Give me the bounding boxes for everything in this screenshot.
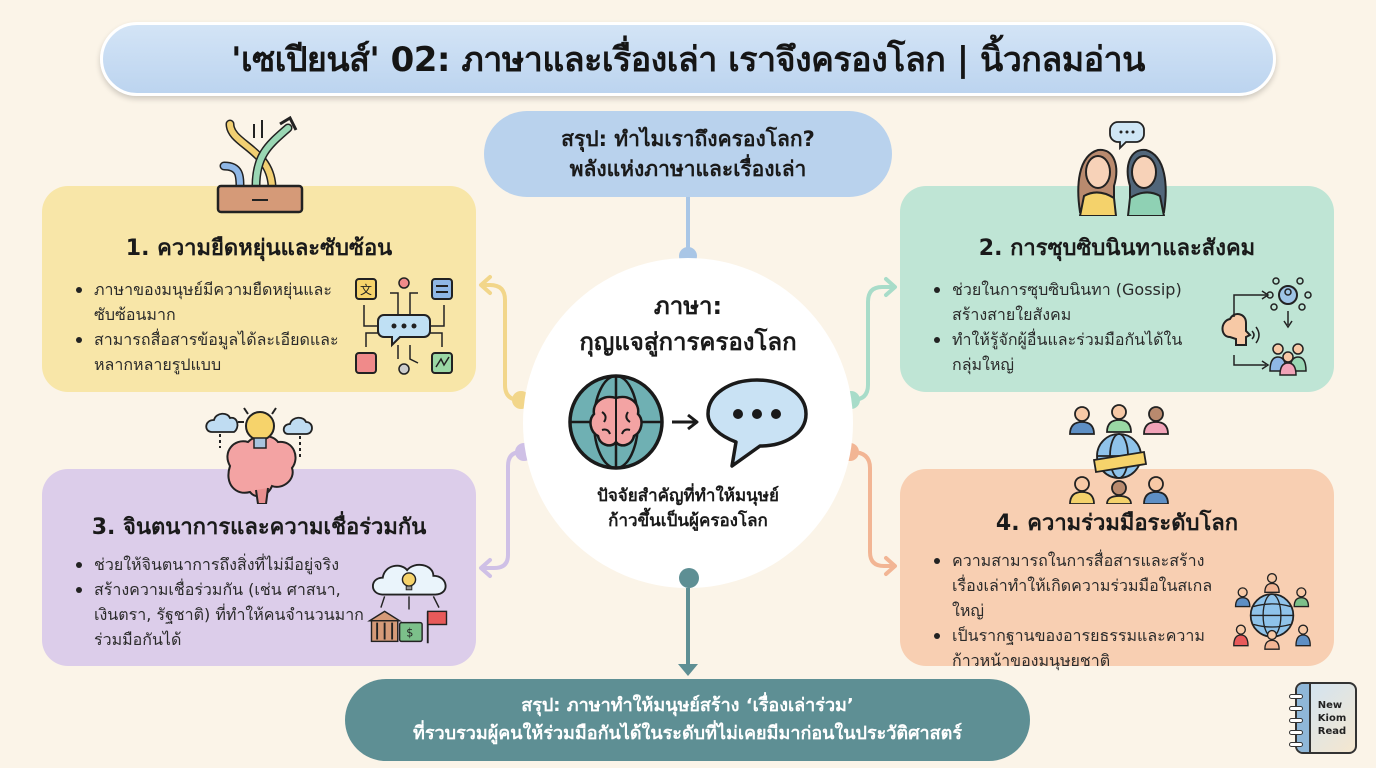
center-title: ภาษา: กุญแจสู่การครองโลก <box>579 288 796 360</box>
svg-text:$: $ <box>406 627 413 640</box>
connector-bottom-dot <box>679 568 699 588</box>
new-kiom-read-logo: New Kiom Read <box>1289 682 1357 754</box>
logo-text: New Kiom Read <box>1318 699 1346 738</box>
bullet-item: เป็นรากฐานของอารยธรรมและความก้าวหน้าของม… <box>922 623 1232 673</box>
two-women-gossip-icon <box>1077 121 1167 216</box>
top-summary-line1: สรุป: ทำไมเราถึงครองโลก? <box>561 127 815 151</box>
center-sub-line1: ปัจจัยสำคัญที่ทำให้มนุษย์ <box>597 486 779 506</box>
card-title: 3. จินตนาการและความเชื่อร่วมกัน <box>91 515 427 540</box>
card-gossip-society: 2. การซุบซิบนินทาและสังคม ช่วยในการซุบซิ… <box>900 186 1334 392</box>
center-sub-line2: ก้าวขึ้นเป็นผู้ครองโลก <box>608 511 768 531</box>
card-title: 2. การซุบซิบนินทาและสังคม <box>978 236 1256 261</box>
center-subtitle: ปัจจัยสำคัญที่ทำให้มนุษย์ ก้าวขึ้นเป็นผู… <box>597 484 779 534</box>
bullet-item: ทำให้รู้จักผู้อื่นและร่วมมือกันได้ในกลุ่… <box>922 327 1212 377</box>
center-title-line2: กุญแจสู่การครองโลก <box>579 328 797 356</box>
bottom-summary-line1: สรุป: ภาษาทำให้มนุษย์สร้าง ‘เรื่องเล่าร่… <box>521 695 854 716</box>
card-bullets: ความสามารถในการสื่อสารและสร้างเรื่องเล่า… <box>922 548 1232 673</box>
communication-hub-icon: 文 <box>355 277 453 375</box>
card-bullets: ช่วยในการซุบซิบนินทา (Gossip) สร้างสายใย… <box>922 277 1212 377</box>
bullet-item: ช่วยให้จินตนาการถึงสิ่งที่ไม่มีอยู่จริง <box>64 552 364 577</box>
logo-line2: Kiom <box>1317 712 1347 724</box>
brain-globe-icon <box>568 374 664 470</box>
top-summary-line2: พลังแห่งภาษาและเรื่องเล่า <box>569 157 807 181</box>
top-summary: สรุป: ทำไมเราถึงครองโลก? พลังแห่งภาษาและ… <box>484 111 892 197</box>
center-circle: ภาษา: กุญแจสู่การครองโลก ปัจจัยสำคัญที่ท… <box>523 258 853 588</box>
notebook-ring-icon <box>1289 706 1303 711</box>
arrow-right-icon <box>672 413 699 431</box>
social-network-icon <box>1221 277 1312 376</box>
card-bullets: ภาษาของมนุษย์มีความยืดหยุ่นและซับซ้อนมาก… <box>64 277 354 377</box>
logo-line1: New <box>1317 699 1343 711</box>
notebook-spine-icon <box>1297 684 1311 752</box>
title-banner: 'เซเปียนส์' 02: ภาษาและเรื่องเล่า เราจึง… <box>100 22 1276 96</box>
bullet-item: สามารถสื่อสารข้อมูลได้ละเอียดและหลากหลาย… <box>64 327 344 377</box>
bullet-item: ความสามารถในการสื่อสารและสร้างเรื่องเล่า… <box>922 548 1232 623</box>
connector-top <box>686 197 690 253</box>
center-icons <box>566 372 810 472</box>
bullet-item: สร้างความเชื่อร่วมกัน (เช่น ศาสนา, เงินต… <box>64 577 364 652</box>
logo-line3: Read <box>1317 725 1347 737</box>
card-bullets: ช่วยให้จินตนาการถึงสิ่งที่ไม่มีอยู่จริง … <box>64 552 364 652</box>
toolbox-arrows-icon <box>216 115 304 214</box>
notebook-ring-icon <box>1289 718 1303 723</box>
bottom-summary: สรุป: ภาษาทำให้มนุษย์สร้าง ‘เรื่องเล่าร่… <box>345 679 1030 761</box>
brain-lightbulb-icon <box>205 407 313 504</box>
speech-bubble-icon <box>706 378 808 468</box>
global-people-network-icon <box>1233 572 1311 650</box>
svg-text:文: 文 <box>360 282 372 297</box>
center-title-line1: ภาษา: <box>653 292 723 320</box>
bullet-item: ภาษาของมนุษย์มีความยืดหยุ่นและซับซ้อนมาก <box>64 277 344 327</box>
bullet-item: ช่วยในการซุบซิบนินทา (Gossip) สร้างสายใย… <box>922 277 1212 327</box>
card-flexibility: 1. ความยืดหยุ่นและซับซ้อน ภาษาของมนุษย์ม… <box>42 186 476 392</box>
cloud-institutions-icon: $ <box>367 563 448 644</box>
bottom-summary-line2: ที่รวบรวมผู้คนให้ร่วมมือกันได้ในระดับที่… <box>413 723 962 744</box>
card-title: 4. ความร่วมมือระดับโลก <box>995 511 1239 536</box>
card-title: 1. ความยืดหยุ่นและซับซ้อน <box>125 236 393 261</box>
notebook-ring-icon <box>1289 694 1303 699</box>
notebook-ring-icon <box>1289 730 1303 735</box>
notebook-ring-icon <box>1289 742 1303 747</box>
page-title: 'เซเปียนส์' 02: ภาษาและเรื่องเล่า เราจึง… <box>231 40 1145 80</box>
people-globe-banner-icon <box>1069 404 1169 504</box>
